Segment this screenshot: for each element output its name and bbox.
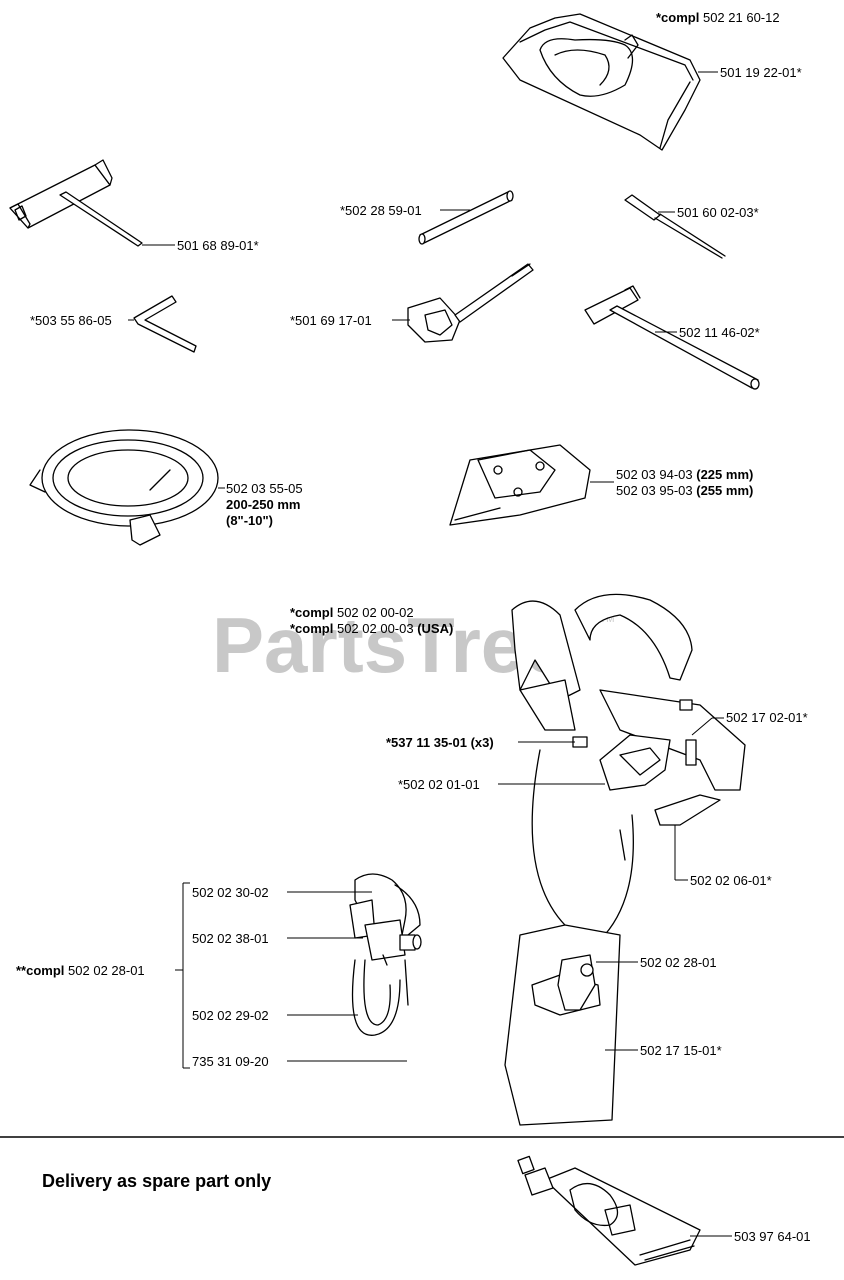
hook-compl-label: **compl 502 02 28-01: [16, 963, 145, 978]
watermark-tm: TM: [600, 614, 614, 625]
file-drawing: [624, 194, 726, 259]
blade-guard-drawing: [449, 444, 591, 526]
harness-drawing: [504, 593, 746, 1126]
harness-compl-2-label: *compl 502 02 00-03 (USA): [290, 621, 453, 636]
hex-key-drawing: [133, 295, 197, 353]
trimmer-guard-size: 200-250 mm: [226, 497, 300, 512]
watermark: PartsTree: [212, 601, 568, 689]
harness-plate-label: *502 02 01-01: [398, 777, 480, 792]
harness-compl-1-label: *compl 502 02 00-02: [290, 605, 414, 620]
trimmer-guard-number: 502 03 55-05: [226, 481, 303, 496]
blade-guard-225-label: 502 03 94-03 (225 mm): [616, 467, 753, 482]
trimmer-guard-drawing: [29, 429, 219, 546]
spare-part-note: Delivery as spare part only: [42, 1171, 271, 1191]
socket-wrench-label: *501 69 17-01: [290, 313, 372, 328]
combination-wrench-label: 501 68 89-01*: [177, 238, 259, 253]
combination-wrench-drawing: [9, 159, 143, 247]
hook-part-2-label: 502 02 38-01: [192, 931, 269, 946]
hip-pad-hook-label: 502 02 06-01*: [690, 873, 772, 888]
grease-label: 503 97 64-01: [734, 1229, 811, 1244]
harness-bag-label: 501 19 22-01*: [720, 65, 802, 80]
hook-part-1-label: 502 02 30-02: [192, 885, 269, 900]
screwdriver-label: *502 28 59-01: [340, 203, 422, 218]
strap-clip-label: 502 17 02-01*: [726, 710, 808, 725]
hook-part-3-label: 502 02 29-02: [192, 1008, 269, 1023]
socket-wrench-drawing: [407, 263, 534, 343]
hook-assembly-label: 502 02 28-01: [640, 955, 717, 970]
screwdriver-drawing: [418, 190, 514, 245]
tee-wrench-label: 502 11 46-02*: [679, 325, 760, 340]
file-label: 501 60 02-03*: [677, 205, 759, 220]
hook-part-4-label: 735 31 09-20: [192, 1054, 269, 1069]
harness-bag-drawing: [502, 13, 701, 151]
harness-bag-compl-label: *compl 502 21 60-12: [656, 10, 780, 25]
hex-key-label: *503 55 86-05: [30, 313, 112, 328]
hook-detail-drawing: [349, 873, 422, 1036]
hip-pad-label: 502 17 15-01*: [640, 1043, 722, 1058]
buckle-label: *537 11 35-01 (x3): [386, 735, 494, 750]
grease-tube-drawing: [517, 1155, 701, 1266]
blade-guard-255-label: 502 03 95-03 (255 mm): [616, 483, 753, 498]
tee-wrench-drawing: [584, 285, 760, 390]
trimmer-guard-inch: (8"-10"): [226, 513, 273, 528]
